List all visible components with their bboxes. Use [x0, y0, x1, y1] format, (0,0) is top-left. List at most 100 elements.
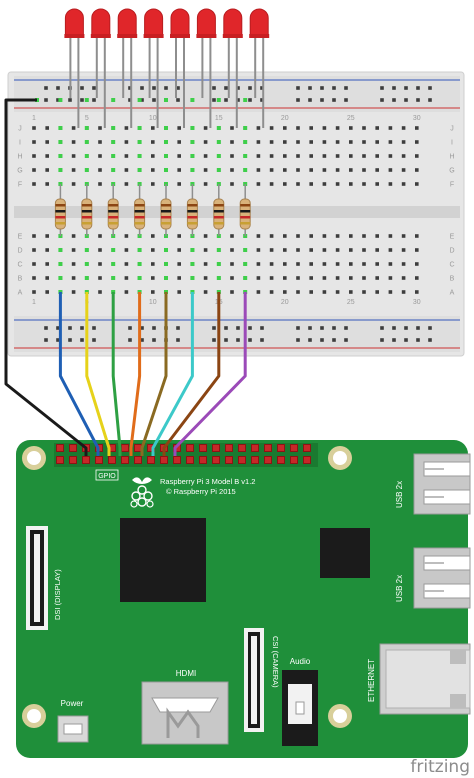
active-hole [137, 126, 142, 130]
breadboard-hole [349, 276, 353, 280]
gpio-pin [108, 456, 116, 464]
resistor-band [134, 210, 145, 213]
active-hole [84, 168, 89, 172]
led [249, 8, 270, 128]
breadboard-hole [349, 140, 353, 144]
jumper-wire [85, 292, 111, 456]
active-hole [111, 140, 116, 144]
active-hole [58, 154, 63, 158]
active-hole [111, 262, 116, 266]
rail-hole [260, 86, 264, 90]
breadboard-hole [151, 126, 155, 130]
resistor-band [108, 204, 119, 207]
csi-label: CSI (CAMERA) [271, 636, 280, 688]
breadboard-hole [401, 248, 406, 252]
column-number-label: 20 [281, 299, 289, 306]
active-hole [243, 126, 248, 130]
row-letter-label: F [450, 182, 454, 189]
breadboard-hole [256, 140, 261, 144]
rail-hole [44, 338, 48, 342]
active-hole [137, 154, 142, 158]
rail-hole [56, 98, 60, 102]
breadboard-hole [98, 234, 102, 238]
resistor-band [55, 216, 66, 219]
breadboard-hole [309, 290, 313, 294]
active-hole [58, 262, 63, 266]
gpio-pin [290, 456, 298, 464]
breadboard-hole [124, 290, 129, 294]
led [170, 8, 190, 128]
rail-hole [224, 98, 228, 102]
led-body [170, 8, 190, 37]
rail-hole [92, 338, 96, 342]
breadboard-hole [401, 276, 406, 280]
breadboard-hole [362, 234, 366, 238]
breadboard-hole [124, 154, 129, 158]
breadboard-hole [269, 276, 274, 280]
resistor [107, 184, 119, 236]
breadboard-hole [203, 290, 208, 294]
resistor-band [240, 210, 251, 213]
active-hole [164, 248, 168, 252]
breadboard-hole [203, 262, 208, 266]
led [90, 8, 111, 128]
resistor-band [81, 204, 92, 207]
breadboard-hole [98, 248, 102, 252]
resistor-band [108, 216, 119, 219]
resistor-band [108, 210, 119, 213]
active-hole [137, 168, 142, 172]
breadboard-hole [124, 182, 129, 186]
breadboard-hole [45, 276, 49, 280]
gpio-pin [264, 444, 272, 452]
rail-hole [44, 86, 48, 90]
breadboard-hole [296, 168, 300, 172]
row-letter-label: F [18, 182, 22, 189]
rail-hole [128, 86, 132, 90]
rail-hole [152, 338, 156, 342]
active-hole [164, 126, 168, 130]
row-letter-label: D [449, 248, 454, 255]
breadboard-hole [256, 248, 261, 252]
breadboard-hole [203, 126, 208, 130]
row-letter-label: G [17, 168, 22, 175]
breadboard-hole [283, 290, 287, 294]
rail-hole [128, 338, 132, 342]
led [117, 8, 138, 128]
breadboard-hole [32, 182, 36, 186]
column-number-label: 1 [32, 115, 36, 122]
active-hole [216, 276, 221, 280]
breadboard-hole [269, 262, 274, 266]
ethernet-label: ETHERNET [367, 659, 376, 702]
breadboard-hole [177, 140, 181, 144]
breadboard-hole [309, 276, 313, 280]
led-body [249, 8, 269, 37]
gpio-pin [212, 456, 220, 464]
breadboard-hole [415, 276, 419, 280]
breadboard-hole [362, 182, 366, 186]
active-hole [111, 154, 116, 158]
rail-hole [344, 86, 348, 90]
resistor-band [213, 216, 224, 219]
breadboard-hole [151, 276, 155, 280]
rail-hole [56, 86, 60, 90]
active-hole [164, 276, 168, 280]
resistor-band [240, 204, 251, 207]
gpio-pin [264, 456, 272, 464]
breadboard-hole [322, 182, 327, 186]
breadboard-hole [349, 168, 353, 172]
breadboard-hole [349, 290, 353, 294]
breadboard-hole [71, 182, 76, 186]
rail-hole [380, 98, 384, 102]
breadboard-hole [256, 182, 261, 186]
breadboard-hole [283, 234, 287, 238]
breadboard-hole [362, 290, 366, 294]
active-hole [216, 262, 221, 266]
breadboard-hole [71, 154, 76, 158]
rail-hole [44, 98, 48, 102]
breadboard-hole [283, 182, 287, 186]
active-hole [137, 276, 142, 280]
rail-hole [248, 86, 252, 90]
gpio-pin [225, 456, 233, 464]
breadboard-hole [375, 182, 379, 186]
gpio-pin [303, 456, 311, 464]
